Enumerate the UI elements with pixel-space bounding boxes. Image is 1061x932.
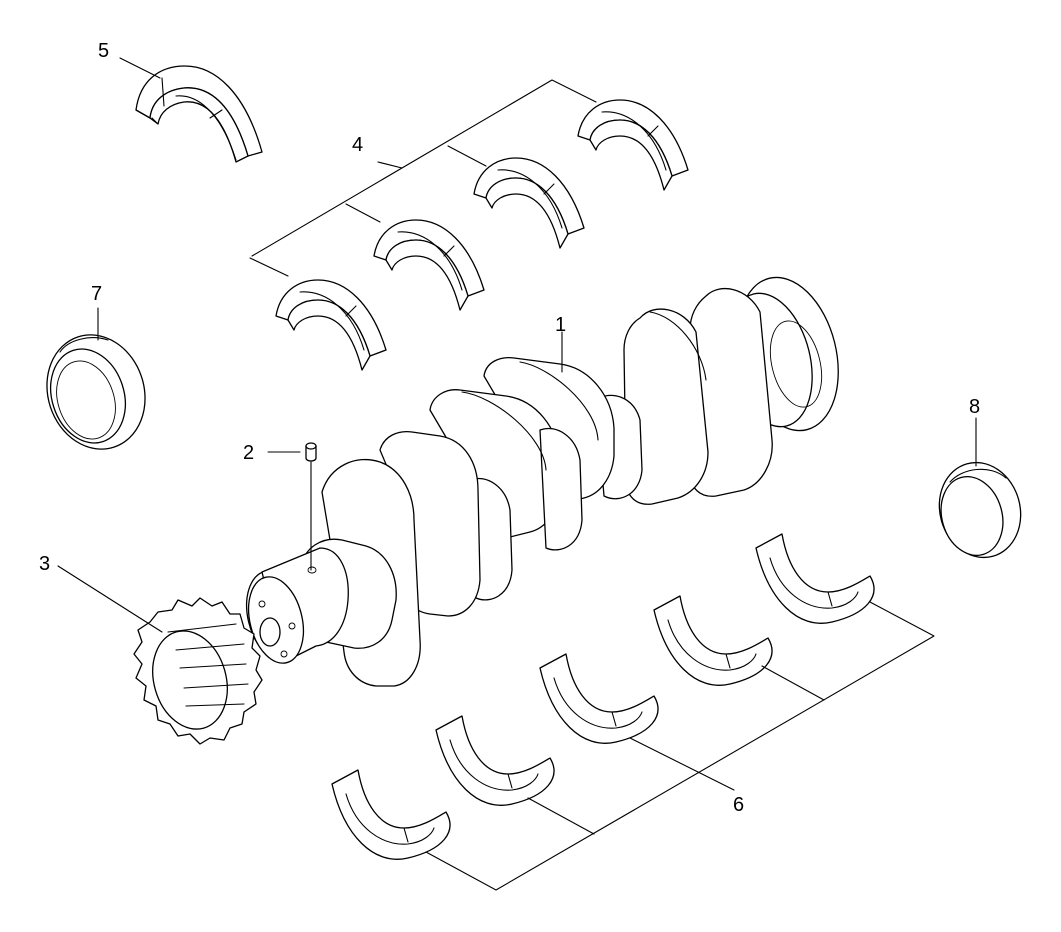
upper-main-bearing-3	[473, 157, 585, 249]
label-8: 8	[969, 396, 980, 418]
dowel-pin-2-leader	[267, 451, 312, 571]
bearing-6-leader	[425, 601, 935, 891]
label-1: 1	[555, 314, 566, 336]
bearing-4-leader	[249, 79, 597, 277]
upper-main-bearing-4	[577, 99, 689, 191]
label-5: 5	[98, 40, 109, 62]
label-6: 6	[733, 794, 744, 816]
label-3: 3	[39, 553, 50, 575]
upper-main-bearing-2	[373, 219, 485, 311]
label-4: 4	[352, 134, 363, 156]
lower-main-bearing-5	[755, 533, 875, 624]
lower-main-bearing-1	[331, 769, 451, 860]
label-7: 7	[91, 283, 102, 305]
lower-main-bearing-3	[539, 653, 659, 744]
rear-seal-part	[938, 461, 1022, 559]
label-2: 2	[243, 442, 254, 464]
gear-3-leader	[57, 565, 163, 633]
front-seal-part	[46, 334, 146, 450]
upper-main-bearing-1	[275, 279, 387, 371]
crankshaft-part	[245, 276, 839, 687]
thrust-bearing-5-leader	[119, 57, 161, 79]
lower-main-bearing-4	[653, 595, 773, 686]
thrust-bearing-part	[135, 65, 263, 163]
dowel-pin-part	[305, 442, 317, 462]
crank-gear-part	[133, 597, 263, 745]
lower-main-bearing-2	[435, 715, 555, 806]
